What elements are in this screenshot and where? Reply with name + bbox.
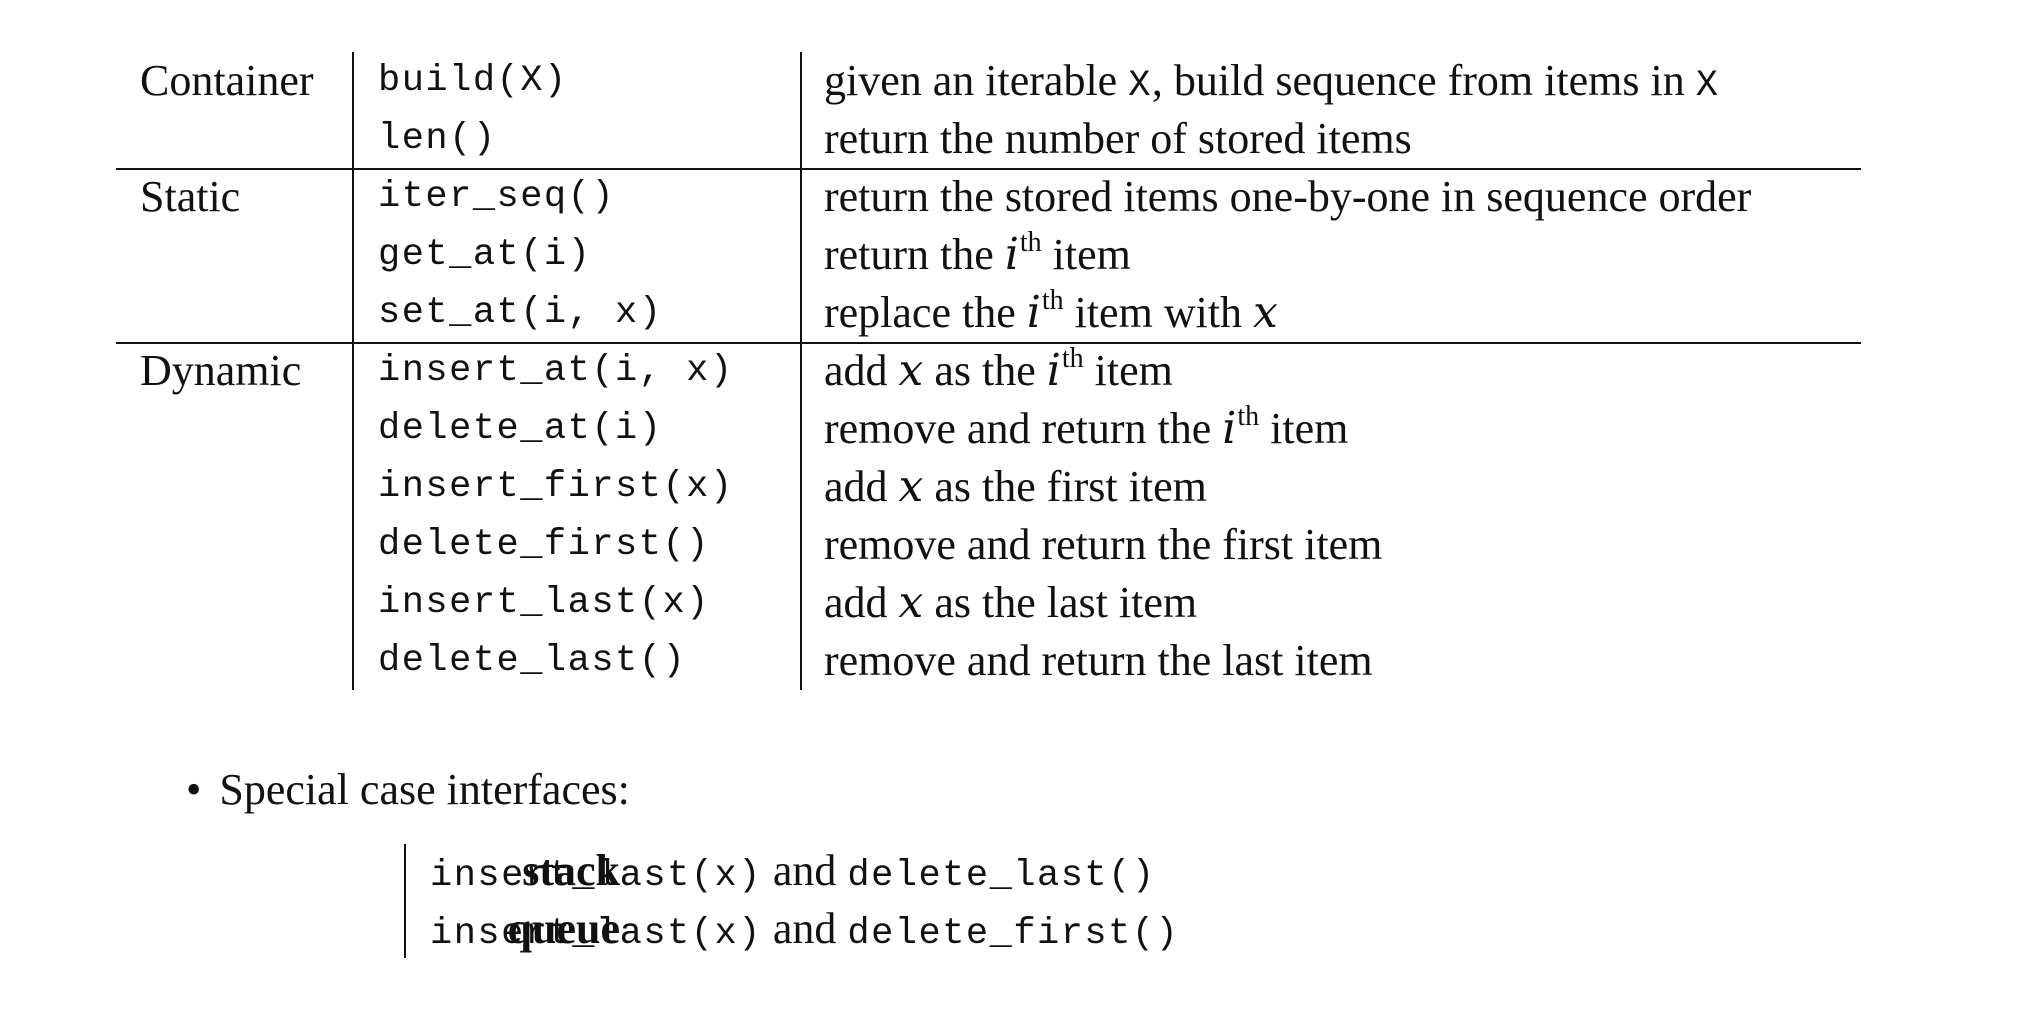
special-name: queue [507, 904, 620, 953]
column-divider [352, 342, 354, 690]
table-row: Dynamic insert_at(i, x) add x as the ith i… [116, 342, 1861, 400]
special-row-stack: stack insert_last(x) and delete_last() [250, 842, 1250, 900]
operation-description: return the stored items one-by-one in se… [824, 168, 1751, 226]
description-text: item [1259, 404, 1349, 453]
group-label: Container [140, 56, 314, 105]
operation-signature: delete_last() [378, 640, 687, 682]
operation-signature: insert_first(x) [378, 466, 734, 508]
operation-description: return the ith item [824, 226, 1131, 284]
special-op: insert_last(x) [430, 913, 762, 955]
description-text: add [824, 346, 899, 395]
table-row: delete_first() remove and return the firs… [116, 516, 1861, 574]
operation-description: remove and return the first item [824, 516, 1382, 574]
interface-table: Container build(X) given an iterable X, bu… [116, 52, 1861, 690]
group-separator [116, 168, 1861, 170]
math-variable: x [898, 577, 924, 628]
operation-description: given an iterable X, build sequence from… [824, 52, 1719, 110]
operation-signature: iter_seq() [378, 176, 616, 218]
table-row: set_at(i, x) replace the ith item with x [116, 284, 1861, 342]
table-row: len() return the number of stored items [116, 110, 1861, 168]
math-variable: i [1026, 287, 1041, 338]
description-text: replace the [824, 288, 1027, 337]
operation-signature: insert_last(x) [378, 582, 710, 624]
description-text: as the [923, 346, 1047, 395]
operation-description: add x as the first item [824, 458, 1207, 516]
table-group: Static iter_seq() return the stored items … [116, 168, 1861, 342]
math-variable: x [898, 345, 924, 396]
table-group: Container build(X) given an iterable X, bu… [116, 52, 1861, 168]
math-variable: i [1004, 229, 1019, 280]
operation-description: replace the ith item with x [824, 284, 1278, 342]
description-text: item [1041, 230, 1131, 279]
table-row: insert_last(x) add x as the last item [116, 574, 1861, 632]
math-variable: x [898, 461, 924, 512]
description-text: item [1083, 346, 1173, 395]
special-row-queue: queue insert_last(x) and delete_first() [250, 900, 1250, 958]
operation-description: remove and return the ith item [824, 400, 1348, 458]
description-text: remove and return the [824, 404, 1223, 453]
special-joiner: and [761, 846, 848, 895]
description-text: return the [824, 230, 1005, 279]
table-row: insert_first(x) add x as the first item [116, 458, 1861, 516]
group-label: Static [140, 172, 241, 221]
description-text: add [824, 462, 899, 511]
special-desc: insert_last(x) and delete_last() [430, 842, 1156, 910]
special-op: insert_last(x) [430, 855, 762, 897]
special-joiner: and [761, 904, 848, 953]
description-text: remove and return the last item [824, 636, 1373, 685]
operation-signature: delete_at(i) [378, 408, 663, 450]
bullet-text: Special case interfaces: [219, 765, 630, 814]
table-row: Container build(X) given an iterable X, bu… [116, 52, 1861, 110]
bullet-dot: • [186, 765, 202, 814]
description-text: given an iterable [824, 56, 1129, 105]
group-separator [116, 342, 1861, 344]
group-label: Dynamic [140, 346, 302, 395]
operation-description: return the number of stored items [824, 110, 1412, 168]
table-row: Static iter_seq() return the stored items … [116, 168, 1861, 226]
special-case-table: stack insert_last(x) and delete_last() q… [250, 842, 1250, 958]
operation-description: add x as the last item [824, 574, 1197, 632]
table-row: delete_last() remove and return the last … [116, 632, 1861, 690]
column-divider [800, 342, 802, 690]
operation-description: add x as the ith item [824, 342, 1173, 400]
operation-signature: build(X) [378, 60, 568, 102]
ordinal-superscript: th [1237, 401, 1260, 432]
description-text: return the stored items one-by-one in se… [824, 172, 1752, 221]
description-text: as the first item [923, 462, 1207, 511]
operation-signature: insert_at(i, x) [378, 350, 734, 392]
special-name: stack [522, 846, 620, 895]
ordinal-superscript: th [1041, 285, 1064, 316]
special-op: delete_last() [847, 855, 1156, 897]
column-divider [352, 168, 354, 342]
description-text: remove and return the first item [824, 520, 1383, 569]
description-text: as the last item [923, 578, 1198, 627]
operation-signature: delete_first() [378, 524, 710, 566]
math-variable: i [1046, 345, 1061, 396]
special-desc: insert_last(x) and delete_first() [430, 900, 1179, 968]
operation-description: remove and return the last item [824, 632, 1373, 690]
code-variable: X [1128, 65, 1152, 107]
ordinal-superscript: th [1019, 227, 1042, 258]
column-divider [800, 168, 802, 342]
ordinal-superscript: th [1061, 343, 1084, 374]
column-divider [800, 52, 802, 168]
column-divider [352, 52, 354, 168]
description-text: item with [1063, 288, 1254, 337]
special-case-bullet: • Special case interfaces: [186, 760, 630, 820]
math-variable: x [1253, 287, 1278, 338]
table-row: delete_at(i) remove and return the ith it… [116, 400, 1861, 458]
table-row: get_at(i) return the ith item [116, 226, 1861, 284]
operation-signature: len() [378, 118, 497, 160]
operation-signature: set_at(i, x) [378, 292, 663, 334]
description-text: , build sequence from items in [1151, 56, 1696, 105]
special-op: delete_first() [847, 913, 1180, 955]
math-variable: i [1222, 403, 1237, 454]
operation-signature: get_at(i) [378, 234, 592, 276]
special-table-divider [404, 844, 406, 958]
description-text: add [824, 578, 899, 627]
description-text: return the number of stored items [824, 114, 1412, 163]
code-variable: X [1695, 65, 1720, 107]
